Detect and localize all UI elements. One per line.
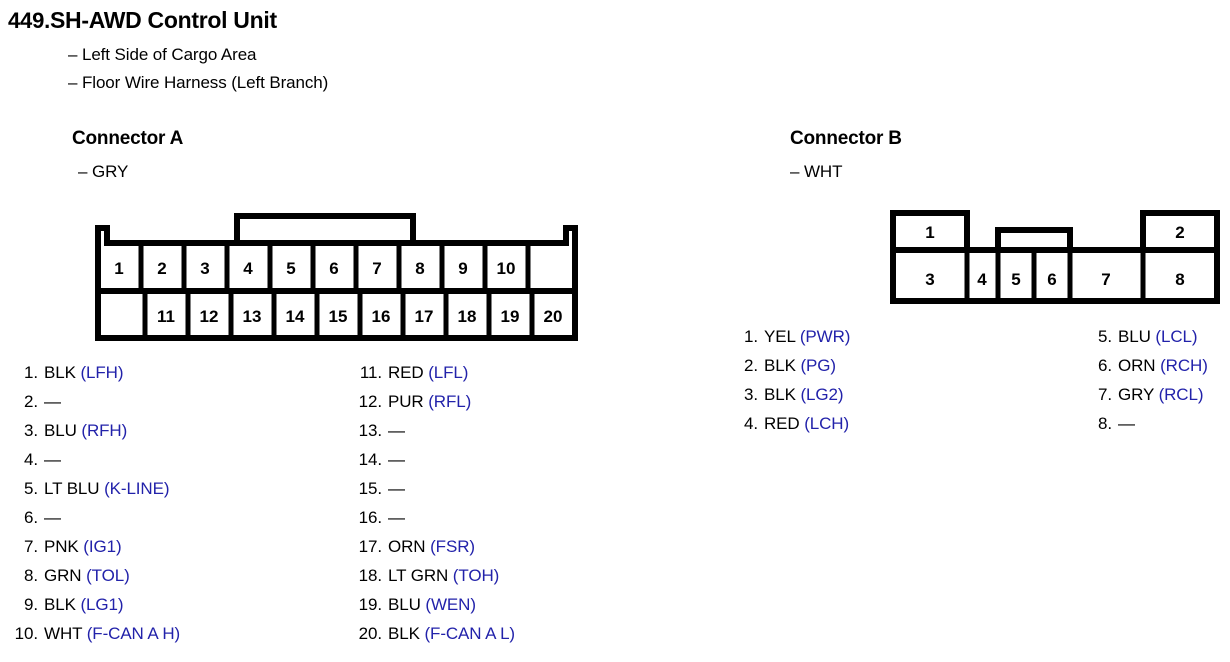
pin-index: 4.: [24, 450, 38, 469]
pin-index: 10.: [14, 624, 38, 643]
pin-value: YEL (PWR): [764, 327, 851, 346]
pin-value: BLK (F-CAN A L): [388, 624, 515, 643]
pin-value: —: [44, 392, 61, 411]
connector-a-title: Connector A: [72, 128, 184, 149]
pin-cell-11: 11: [157, 307, 175, 326]
pin-index: 8.: [1098, 414, 1112, 433]
pin-index: 3.: [24, 421, 38, 440]
pin-index: 5.: [24, 479, 38, 498]
pin-cell-b4: 4: [977, 270, 987, 289]
pin-value: —: [388, 479, 405, 498]
pin-value: —: [388, 508, 405, 527]
pin-cell-5: 5: [286, 259, 295, 278]
pin-index: 18.: [358, 566, 382, 585]
pin-cell-14: 14: [286, 307, 305, 326]
location-line: – Left Side of Cargo Area: [68, 45, 257, 64]
pin-value: GRN (TOL): [44, 566, 130, 585]
pin-cell-13: 13: [243, 307, 262, 326]
pin-cell-10: 10: [497, 259, 516, 278]
pin-cell-7: 7: [372, 259, 381, 278]
pin-value: PNK (IG1): [44, 537, 122, 556]
pin-value: BLK (PG): [764, 356, 836, 375]
pin-value: LT GRN (TOH): [388, 566, 500, 585]
pin-index: 19.: [358, 595, 382, 614]
connector-a-pin-list-right: 11. RED (LFL) 12. PUR (RFL) 13. — 14. — 15. —…: [352, 363, 682, 653]
pin-value: WHT (F-CAN A H): [44, 624, 181, 643]
pin-value: BLK (LG1): [44, 595, 124, 614]
connector-b-diagram: 1 2 3 4 5 6 7 8: [885, 205, 1225, 307]
pin-cell-3: 3: [200, 259, 209, 278]
pin-cell-b6: 6: [1047, 270, 1056, 289]
pin-cell-17: 17: [415, 307, 434, 326]
connector-b-pin-list-left: 1. YEL (PWR) 2. BLK (PG) 3. BLK (LG2) 4. RED…: [728, 327, 1028, 457]
pin-cell-b1: 1: [925, 223, 934, 242]
pin-cell-9: 9: [458, 259, 467, 278]
pin-index: 6.: [1098, 356, 1112, 375]
pin-value: —: [1118, 414, 1135, 433]
connector-a-diagram: 1 2 3 4 5 6 7 8 9 10 11 12 13 14 15 16 1…: [88, 203, 588, 343]
pin-value: —: [44, 450, 61, 469]
pin-value: BLK (LG2): [764, 385, 844, 404]
connector-a-color: – GRY: [78, 162, 129, 181]
pin-index: 8.: [24, 566, 38, 585]
pin-value: BLK (LFH): [44, 363, 124, 382]
pin-cell-16: 16: [372, 307, 391, 326]
pin-value: LT BLU (K-LINE): [44, 479, 170, 498]
document-number: 449.: [8, 8, 51, 33]
pin-cell-b8: 8: [1175, 270, 1184, 289]
pin-value: —: [388, 421, 405, 440]
pin-index: 3.: [744, 385, 758, 404]
page-title: SH-AWD Control Unit: [50, 7, 277, 33]
pin-value: RED (LFL): [388, 363, 469, 382]
pin-index: 7.: [24, 537, 38, 556]
pin-index: 4.: [744, 414, 758, 433]
pin-cell-20: 20: [544, 307, 563, 326]
pin-index: 5.: [1098, 327, 1112, 346]
pin-cell-1: 1: [114, 259, 123, 278]
pin-value: —: [388, 450, 405, 469]
pin-index: 11.: [359, 363, 382, 382]
pin-index: 1.: [744, 327, 758, 346]
pin-index: 7.: [1098, 385, 1112, 404]
pin-index: 12.: [358, 392, 382, 411]
pin-cell-19: 19: [501, 307, 520, 326]
pin-index: 2.: [744, 356, 758, 375]
pin-value: GRY (RCL): [1118, 385, 1204, 404]
pin-index: 13.: [358, 421, 382, 440]
pin-cell-b2: 2: [1175, 223, 1184, 242]
pin-value: BLU (RFH): [44, 421, 128, 440]
pin-value: —: [44, 508, 61, 527]
pin-cell-b5: 5: [1011, 270, 1020, 289]
pin-index: 16.: [358, 508, 382, 527]
pin-cell-12: 12: [200, 307, 219, 326]
pin-value: PUR (RFL): [388, 392, 472, 411]
pin-index: 1.: [24, 363, 38, 382]
pin-cell-18: 18: [458, 307, 477, 326]
harness-line: – Floor Wire Harness (Left Branch): [68, 73, 329, 92]
connector-a-pin-list-left: 1. BLK (LFH) 2. — 3. BLU (RFH) 4. — 5. LT BLU…: [8, 363, 338, 653]
pin-cell-b7: 7: [1101, 270, 1110, 289]
connector-b-color: – WHT: [790, 162, 843, 181]
pin-index: 20.: [358, 624, 382, 643]
pin-value: BLU (LCL): [1118, 327, 1198, 346]
pin-index: 2.: [24, 392, 38, 411]
pin-index: 6.: [24, 508, 38, 527]
pin-cell-8: 8: [415, 259, 424, 278]
pin-value: BLU (WEN): [388, 595, 476, 614]
connector-b-title: Connector B: [790, 128, 902, 149]
pin-value: ORN (RCH): [1118, 356, 1208, 375]
pin-cell-15: 15: [329, 307, 348, 326]
pin-cell-4: 4: [243, 259, 253, 278]
pin-index: 15.: [358, 479, 382, 498]
pin-index: 17.: [358, 537, 382, 556]
pin-value: RED (LCH): [764, 414, 850, 433]
pin-cell-b3: 3: [925, 270, 934, 289]
pin-cell-6: 6: [329, 259, 338, 278]
pin-value: ORN (FSR): [388, 537, 475, 556]
pin-index: 14.: [358, 450, 382, 469]
pin-cell-2: 2: [157, 259, 166, 278]
connector-b-pin-list-right: 5. BLU (LCL) 6. ORN (RCH) 7. GRY (RCL) 8. —: [1082, 327, 1230, 457]
pin-index: 9.: [24, 595, 38, 614]
